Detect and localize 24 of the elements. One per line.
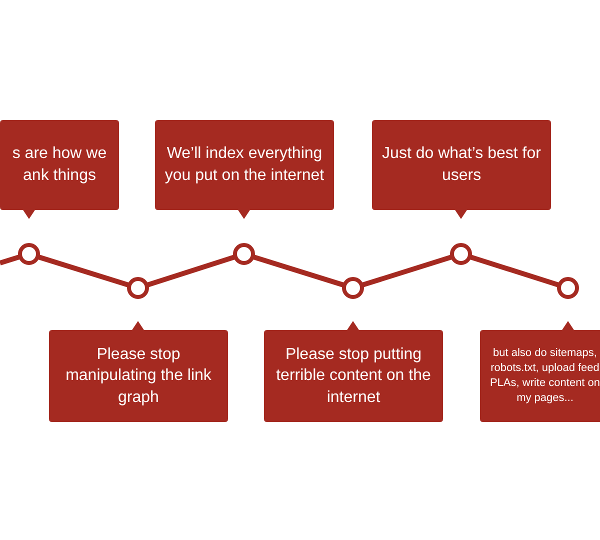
callout-text: Please stop putting terrible content on the internet: [275, 344, 432, 408]
callout-text: but also do sitemaps, robots.txt, upload feed PLAs, write content on my pages...: [488, 346, 600, 406]
callout-text: We’ll index everything you put on the internet: [164, 144, 326, 186]
callout-box: [49, 321, 228, 422]
timeline-marker: [450, 243, 472, 265]
callout-box: [155, 120, 334, 219]
callout-box: [264, 321, 443, 422]
callout-box: [372, 120, 551, 219]
timeline-marker: [557, 277, 579, 299]
callout-text: s are how we ank things: [11, 144, 108, 186]
timeline-line: [0, 254, 22, 266]
timeline-marker: [342, 277, 364, 299]
timeline-line: [36, 254, 130, 288]
callout-text: Just do what’s best for users: [381, 144, 542, 186]
timeline-marker: [233, 243, 255, 265]
timeline-marker: [18, 243, 40, 265]
timeline-line: [468, 254, 560, 288]
timeline-line: [252, 254, 346, 288]
callout-box: [0, 120, 119, 219]
timeline-line: [360, 254, 454, 288]
timeline-line: [146, 254, 236, 288]
timeline-marker: [127, 277, 149, 299]
callout-box: [480, 321, 600, 422]
callout-text: Please stop manipulating the link graph: [64, 344, 212, 408]
